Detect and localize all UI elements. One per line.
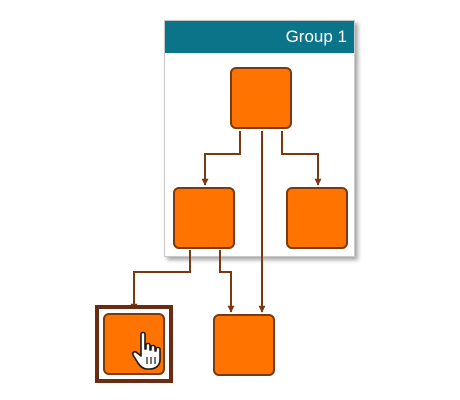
group-title: Group 1 [285,27,347,46]
node-n5[interactable] [213,314,275,376]
edge-n2-n4[interactable] [130,250,191,311]
node-n1[interactable] [230,67,292,129]
group-header[interactable]: Group 1 [165,21,354,53]
edge-n2-n5[interactable] [219,250,235,313]
hand-pointer-icon [131,331,161,370]
node-n2[interactable] [173,187,235,249]
edge-n1-n3[interactable] [281,131,322,186]
node-n3[interactable] [286,187,348,249]
edge-n1-n2[interactable] [201,131,241,186]
